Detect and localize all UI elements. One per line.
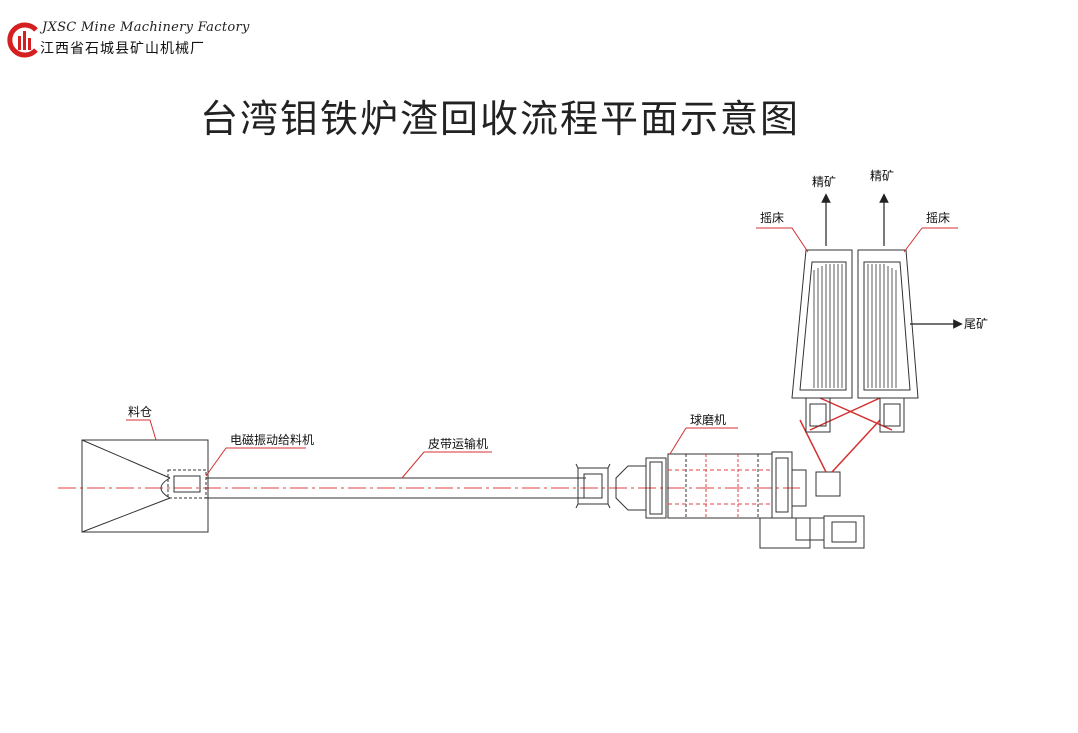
hopper bbox=[81, 439, 209, 533]
label-ball-mill: 球磨机 bbox=[690, 413, 726, 427]
company-logo: JXSC Mine Machinery Factory 江西省石城县矿山机械厂 bbox=[4, 18, 249, 62]
belt-conveyor bbox=[206, 463, 611, 509]
label-concentrate-left: 精矿 bbox=[812, 175, 836, 189]
feed-lines bbox=[799, 397, 893, 473]
company-name-en: JXSC Mine Machinery Factory bbox=[42, 20, 250, 35]
ball-mill bbox=[615, 451, 865, 549]
factory-logo-icon bbox=[7, 22, 38, 58]
slurry-distributor bbox=[815, 471, 841, 497]
company-name-cn: 江西省石城县矿山机械厂 bbox=[40, 41, 205, 57]
label-concentrate-right: 精矿 bbox=[870, 169, 894, 183]
label-shaking-table-left: 摇床 bbox=[760, 211, 784, 225]
leader-lines bbox=[126, 227, 958, 479]
label-hopper: 料仓 bbox=[128, 405, 152, 419]
label-shaking-table-right: 摇床 bbox=[926, 211, 950, 225]
shaking-table-right bbox=[857, 249, 919, 433]
diagram-title: 台湾钼铁炉渣回收流程平面示意图 bbox=[199, 97, 800, 141]
label-conveyor: 皮带运输机 bbox=[428, 436, 488, 451]
vibrating-feeder bbox=[167, 469, 207, 499]
shaking-table-left bbox=[791, 249, 853, 433]
label-tailings: 尾矿 bbox=[964, 317, 988, 331]
label-feeder: 电磁振动给料机 bbox=[230, 432, 314, 447]
